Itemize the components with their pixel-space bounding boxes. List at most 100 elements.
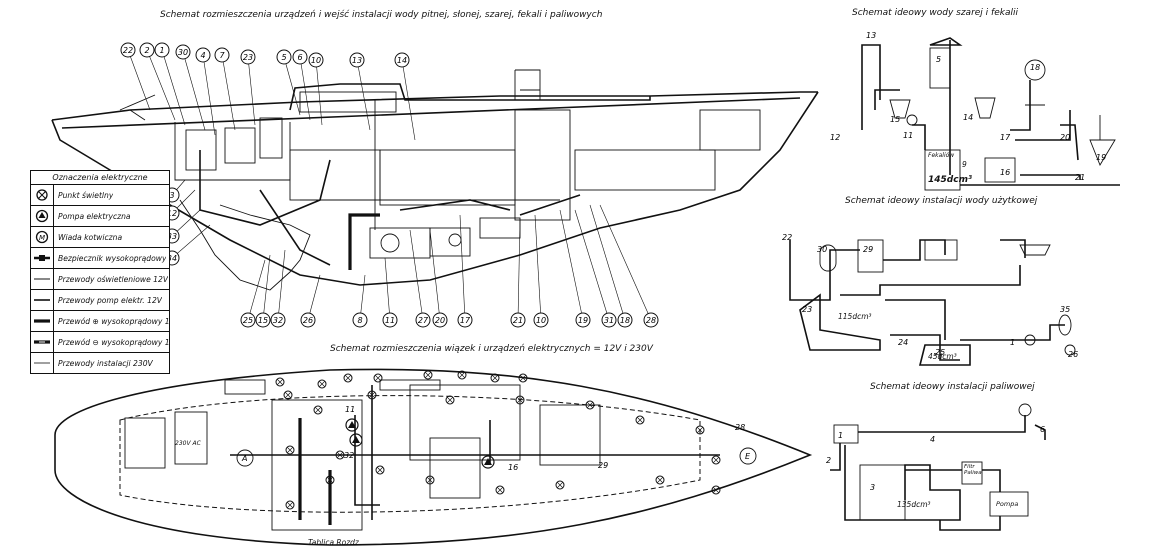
light-point-icon — [445, 395, 455, 405]
grey-num-15: 15 — [890, 115, 900, 124]
switch-panel-label: Tablica Rozdz. — [308, 538, 362, 547]
grey-num-18: 18 — [1030, 63, 1040, 72]
lighting-wire-icon — [31, 269, 54, 289]
grey-num-5: 5 — [936, 55, 941, 64]
callout-circle — [270, 312, 286, 328]
light-point-icon — [515, 395, 525, 405]
grey-water-title: Schemat ideowy wody szarej i fekalii — [852, 8, 1018, 18]
fresh-num-26: 26 — [1068, 350, 1078, 359]
fuel-num-4: 4 — [930, 435, 935, 444]
windlass-icon: M — [31, 227, 54, 247]
grey-num-20: 20 — [1060, 133, 1070, 142]
engine-label: Pompa — [996, 500, 1019, 508]
callout-number: 14 — [397, 56, 407, 65]
fuel-filter-label: Filtr Paliwa — [964, 464, 982, 476]
light-point-icon — [495, 485, 505, 495]
callout-number: 15 — [258, 316, 268, 325]
callout-circle — [533, 312, 549, 328]
fresh-water-title: Schemat ideowy instalacji wody użytkowej — [845, 196, 1038, 206]
fresh-num-30: 30 — [817, 245, 827, 254]
grey-num-16: 16 — [1000, 168, 1010, 177]
grey-num-17: 17 — [1000, 133, 1011, 142]
callout-circle — [154, 42, 170, 58]
grey-num-12: 12 — [830, 133, 840, 142]
callout-circle — [510, 312, 526, 328]
callout-circle — [276, 49, 292, 65]
callout-number: 3 — [169, 191, 174, 200]
callout-circle — [292, 49, 308, 65]
callout-number: 10 — [311, 56, 321, 65]
callout-circle — [175, 44, 191, 60]
fresh-num-23: 23 — [802, 305, 812, 314]
callout-circle — [382, 312, 398, 328]
fresh-num-24: 24 — [898, 338, 908, 347]
callout-number: 28 — [646, 316, 656, 325]
callout-number: 10 — [536, 316, 546, 325]
callout-number: 27 — [418, 316, 429, 325]
grey-water-diagram — [861, 37, 1120, 191]
electrical-title: Schemat rozmieszczenia wiązek i urządzeń… — [330, 344, 653, 354]
light-point-icon — [343, 373, 353, 383]
callout-number: 6 — [297, 53, 302, 62]
plan-callout-number: 11 — [345, 405, 355, 414]
fuse-icon — [31, 248, 54, 268]
light-point-icon — [457, 370, 467, 380]
fuel-num-2: 2 — [826, 456, 831, 465]
light-point-icon — [335, 450, 345, 460]
callout-circle — [352, 312, 368, 328]
legend-row-pump: Pompa elektryczna — [31, 206, 169, 227]
light-point-icon — [285, 445, 295, 455]
electric-pump-icon — [345, 418, 359, 432]
light-point-icon — [555, 480, 565, 490]
fresh-num-22: 22 — [782, 233, 792, 242]
light-point-icon — [635, 415, 645, 425]
fekal-tank-volume: 145dcm³ — [928, 175, 972, 185]
callout-number: 17 — [460, 316, 471, 325]
callout-number: 30 — [178, 48, 188, 57]
legend-row-positive-wire: Przewód ⊕ wysokoprądowy 12V — [31, 311, 169, 332]
electric-pump-icon — [349, 433, 363, 447]
legend-row-lighting-wire: Przewody oświetleniowe 12V — [31, 269, 169, 290]
svg-text:E: E — [745, 452, 751, 461]
callout-number: 1 — [159, 46, 164, 55]
callout-number: 2 — [144, 46, 149, 55]
plan-callout-number: 28 — [735, 423, 745, 432]
fresh-num-25: 25 — [935, 348, 945, 357]
fresh-num-1: 1 — [1010, 338, 1015, 347]
fresh-num-29: 29 — [863, 245, 873, 254]
light-point-icon — [373, 373, 383, 383]
callout-circle — [240, 49, 256, 65]
electrical-legend: Oznaczenia elektryczne Punkt świetlny Po… — [30, 170, 170, 374]
fuel-num-6: 6 — [1040, 425, 1045, 434]
callout-number: 12 — [167, 209, 177, 218]
callout-number: 31 — [604, 316, 614, 325]
callout-number: 23 — [243, 53, 253, 62]
main-title: Schemat rozmieszczenia urządzeń i wejść … — [160, 10, 603, 20]
light-point-icon — [490, 373, 500, 383]
electric-pump-icon — [481, 455, 495, 469]
callout-circle — [214, 47, 230, 63]
svg-text:A: A — [241, 454, 247, 463]
callout-number: 11 — [385, 316, 395, 325]
legend-row-light: Punkt świetlny — [31, 185, 169, 206]
callout-circle — [300, 312, 316, 328]
callout-circle — [601, 312, 617, 328]
light-point-icon — [285, 500, 295, 510]
callout-number: 34 — [167, 254, 177, 263]
fresh-tank-a-volume: 115dcm³ — [838, 312, 872, 321]
light-point-icon — [585, 400, 595, 410]
light-point-icon — [31, 185, 54, 205]
callout-circle — [617, 312, 633, 328]
callout-number: 32 — [273, 316, 283, 325]
callout-circle — [394, 52, 410, 68]
plan-callout-number: 29 — [598, 461, 608, 470]
callout-circle — [457, 312, 473, 328]
callout-number: 18 — [620, 316, 630, 325]
legend-row-pump-wire: Przewody pomp elektr. 12V — [31, 290, 169, 311]
callout-number: 33 — [167, 232, 177, 241]
callout-number: 13 — [352, 56, 362, 65]
light-point-icon — [423, 370, 433, 380]
